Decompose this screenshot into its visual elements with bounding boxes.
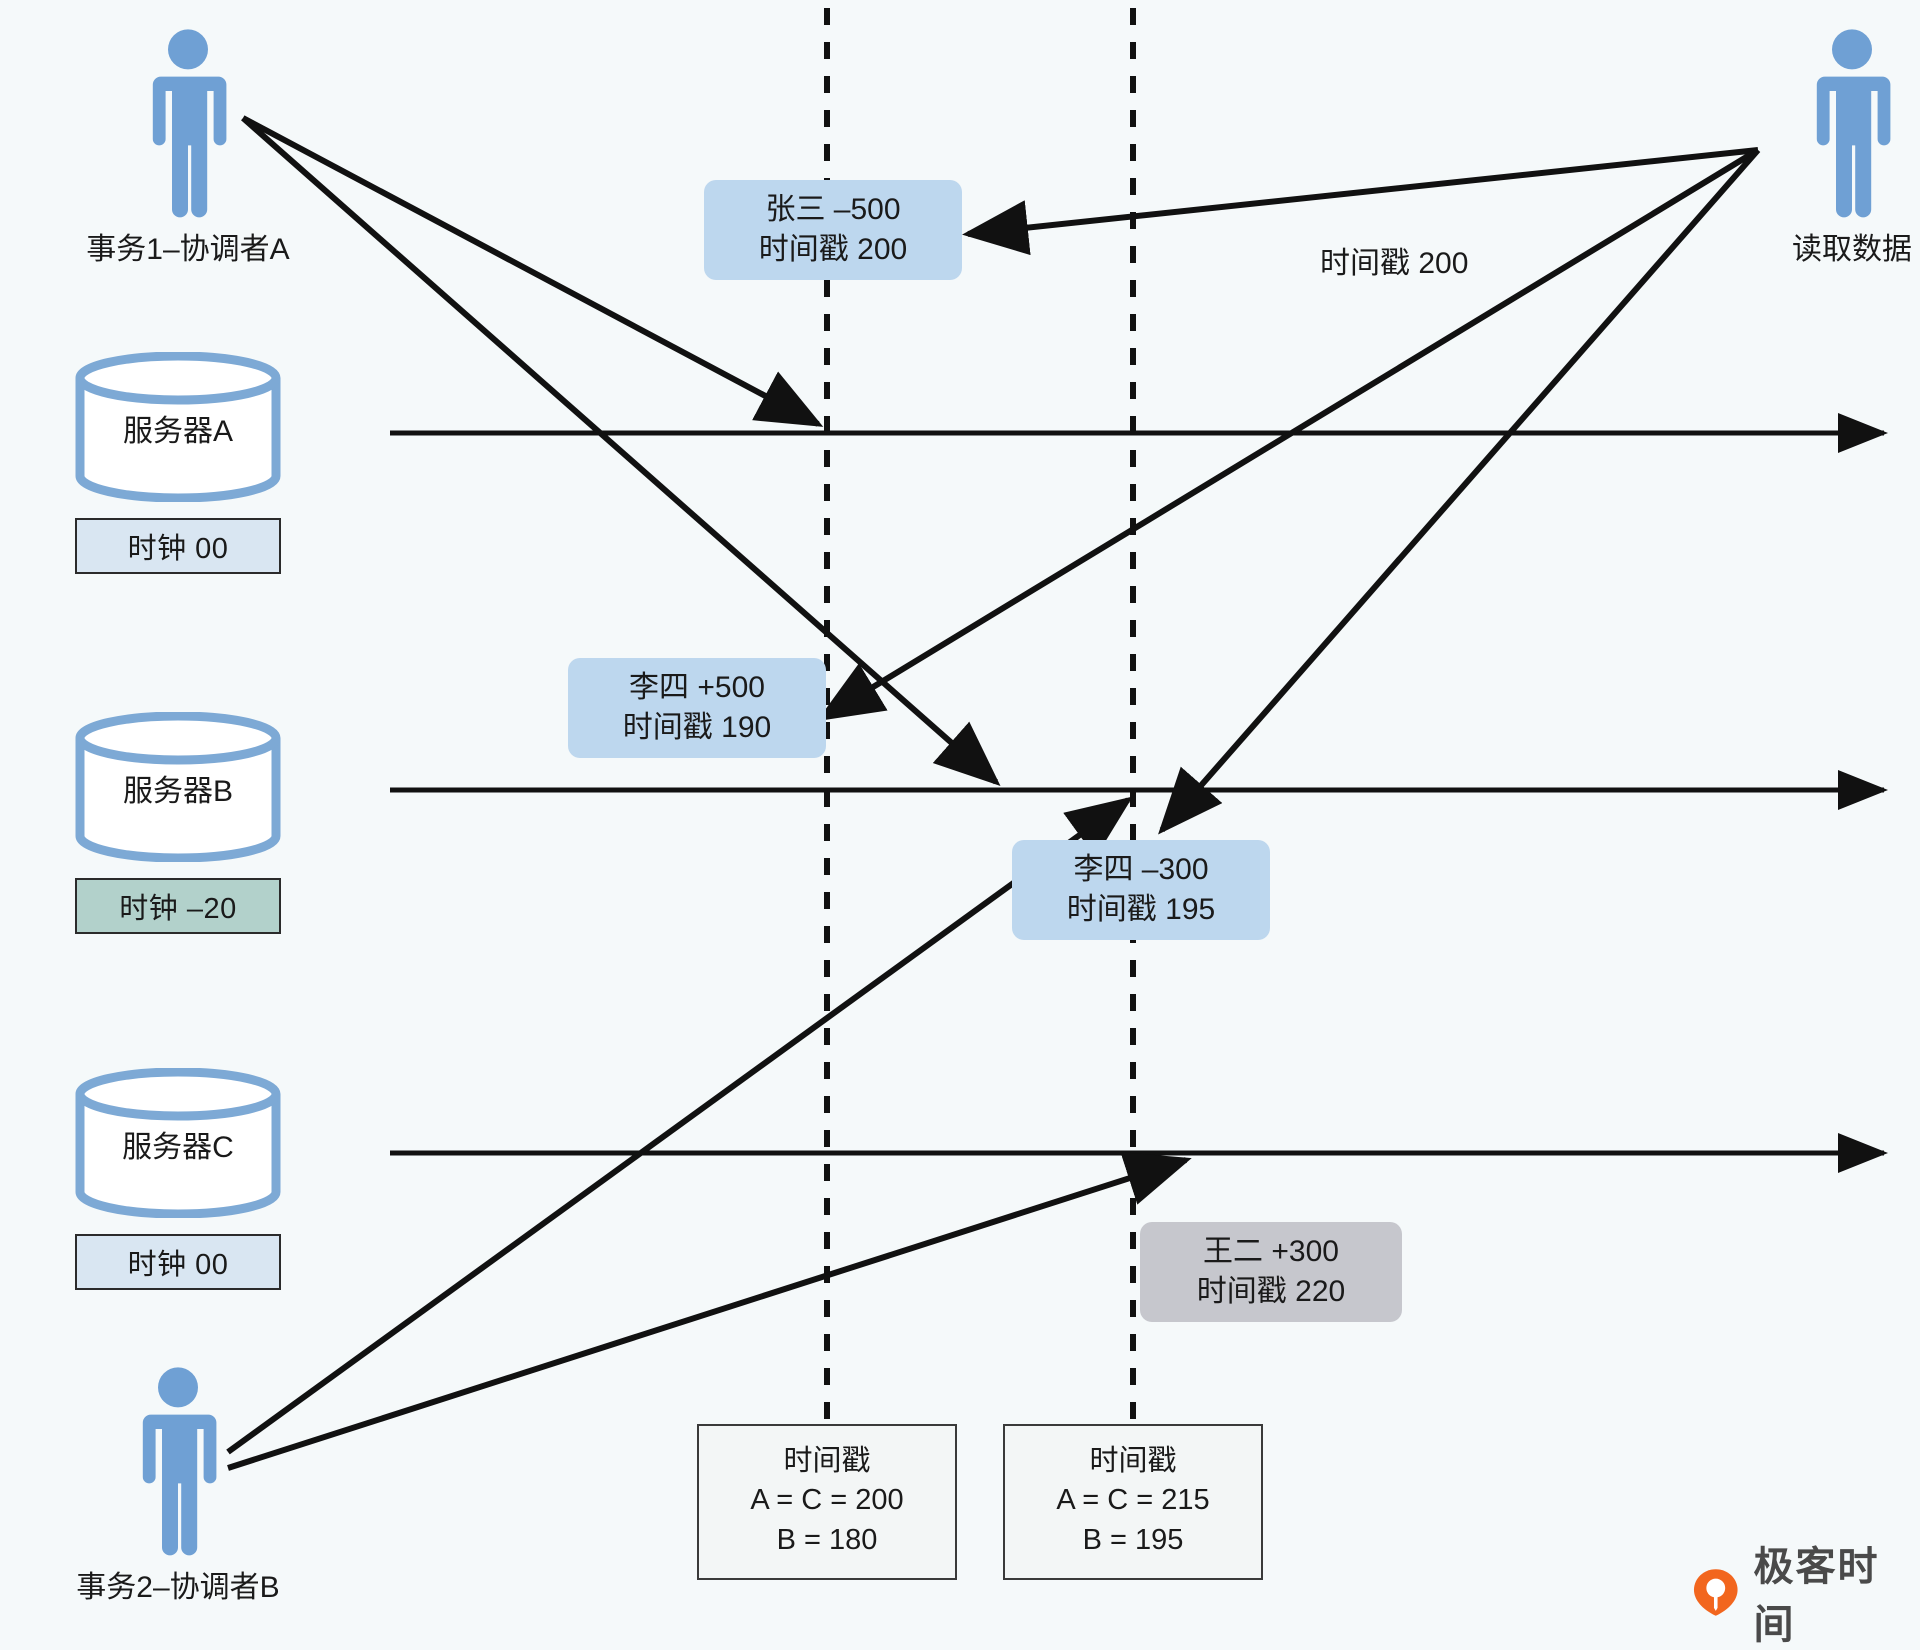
database-icon (75, 351, 281, 503)
callout-line-2: 时间戳 200 (758, 233, 908, 266)
summary-left: 时间戳 A = C = 200 B = 180 (697, 1424, 957, 1581)
actor-coordinator-a: 事务1–协调者A (78, 28, 298, 268)
server-name: 服务器A (122, 415, 233, 448)
server-a-clock: 时钟 00 (75, 518, 281, 574)
summary-line-1: A = C = 200 (750, 1484, 904, 1517)
callout-line-1: 李四 –300 (1073, 853, 1209, 887)
callout-line-2: 时间戳 195 (1066, 893, 1216, 926)
summary-title: 时间戳 (1089, 1445, 1177, 1477)
label-read-timestamp: 时间戳 200 (1320, 247, 1469, 280)
server-b-clock: 时钟 –20 (75, 878, 281, 934)
callout-line-1: 李四 +500 (629, 671, 765, 705)
person-icon (142, 1367, 217, 1556)
actor-coordinator-b: 事务2–协调者B (68, 1366, 288, 1606)
database-icon (75, 711, 281, 863)
summary-right: 时间戳 A = C = 215 B = 195 (1003, 1424, 1263, 1581)
clock-value: 时钟 –20 (119, 893, 237, 925)
clock-value: 时钟 00 (127, 533, 229, 565)
callout-wanger-credit: 王二 +300 时间戳 220 (1140, 1222, 1402, 1322)
diagram-vector-layer (226, 8, 1889, 1471)
callout-line-2: 时间戳 220 (1196, 1275, 1346, 1308)
summary-title: 时间戳 (783, 1445, 871, 1477)
callout-lisi-credit: 李四 +500 时间戳 190 (568, 658, 826, 758)
callout-lisi-debit: 李四 –300 时间戳 195 (1012, 840, 1270, 940)
callout-line-2: 时间戳 190 (622, 711, 772, 744)
server-c-clock: 时钟 00 (75, 1234, 281, 1290)
callout-line-1: 王二 +300 (1203, 1235, 1339, 1269)
clock-value: 时钟 00 (127, 1249, 229, 1281)
geekbang-logo-icon (1693, 1569, 1738, 1616)
watermark-text: 极客时间 (1753, 1545, 1880, 1647)
server-name: 服务器B (122, 775, 233, 808)
actor-label: 事务1–协调者A (86, 233, 290, 266)
server-b-node: 服务器B (72, 711, 284, 863)
arrow-coordA-to-serverA (241, 115, 824, 427)
callout-zhangsan-write: 张三 –500 时间戳 200 (704, 180, 962, 280)
server-a-node: 服务器A (72, 351, 284, 503)
server-timelines (390, 413, 1889, 1173)
callout-line-1: 张三 –500 (765, 193, 901, 227)
summary-line-2: B = 180 (776, 1523, 878, 1556)
arrow-coordB-to-serverC (227, 1152, 1192, 1471)
person-icon (1816, 29, 1891, 218)
actor-label: 读取数据 (1792, 233, 1912, 266)
summary-line-2: B = 195 (1082, 1523, 1184, 1556)
arrow-reader-to-serverA-callout (962, 147, 1759, 256)
person-icon (152, 29, 227, 218)
arrow-reader-to-lisi-credit (816, 147, 1760, 722)
arrow-reader-to-serverB (1158, 148, 1761, 835)
arrow-coordB-to-serverB (226, 796, 1133, 1455)
diagram-canvas: 事务1–协调者A 读取数据 事务2–协调者B 服务器A 时钟 00 (68, 8, 1920, 1647)
actor-label: 事务2–协调者B (76, 1571, 280, 1604)
watermark: 极客时间 (1690, 1534, 1920, 1650)
database-icon (75, 1067, 281, 1219)
server-name: 服务器C (122, 1131, 234, 1164)
actor-reader: 读取数据 (1742, 28, 1920, 268)
summary-line-1: A = C = 215 (1056, 1484, 1210, 1517)
server-c-node: 服务器C (72, 1067, 284, 1219)
